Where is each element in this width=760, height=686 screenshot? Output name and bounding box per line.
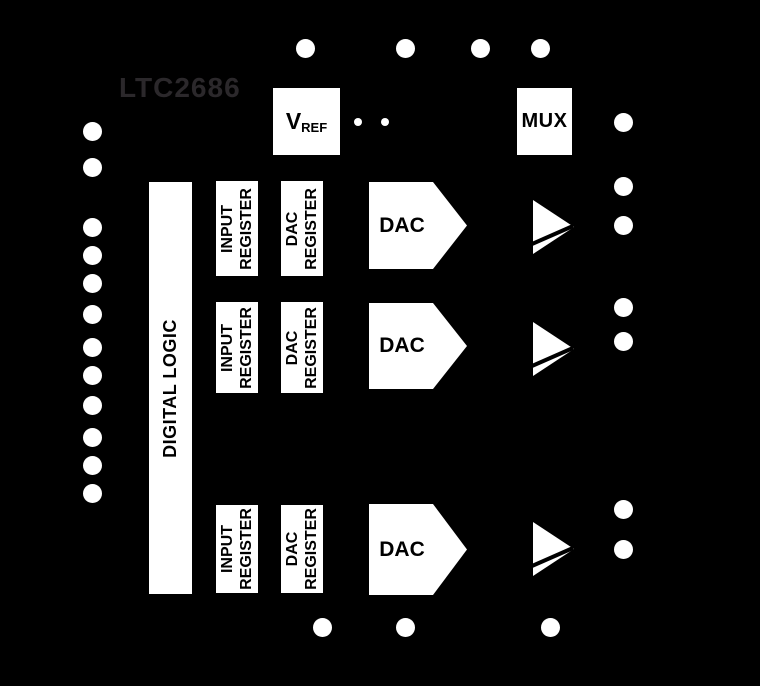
pin-dot — [82, 304, 102, 324]
pin-dot — [613, 112, 633, 132]
pin-dot — [295, 38, 315, 58]
ellipsis-dot — [381, 118, 389, 126]
ellipsis-dot — [354, 118, 362, 126]
pin-dot — [613, 539, 633, 559]
input-register-label-line1: INPUT — [219, 204, 237, 253]
digital-logic-label: DIGITAL LOGIC — [160, 318, 181, 458]
dac-register-label-line1: DAC — [284, 531, 302, 567]
input-register-block: INPUT REGISTER — [216, 505, 258, 593]
pin-dot — [470, 38, 490, 58]
input-register-label-line2: REGISTER — [238, 508, 256, 590]
input-register-label-line2: REGISTER — [238, 306, 256, 389]
pin-dot — [613, 331, 633, 351]
input-register-block: INPUT REGISTER — [216, 302, 258, 393]
dac-register-block: DAC REGISTER — [281, 181, 323, 276]
pin-dot — [82, 245, 102, 265]
dac-label: DAC — [379, 213, 425, 237]
dac-register-block: DAC REGISTER — [281, 302, 323, 393]
dac-register-label-line1: DAC — [284, 330, 302, 365]
pin-dot — [82, 365, 102, 385]
input-register-label-line2: REGISTER — [238, 187, 256, 270]
pin-dot — [82, 395, 102, 415]
pin-dot — [613, 215, 633, 235]
input-register-label-line1: INPUT — [219, 323, 237, 372]
pin-dot — [82, 483, 102, 503]
pin-dot — [613, 499, 633, 519]
pin-dot — [82, 455, 102, 475]
dac-block: DAC — [369, 303, 467, 389]
pin-dot — [613, 297, 633, 317]
pin-dot — [82, 273, 102, 293]
pin-dot — [82, 337, 102, 357]
dac-block: DAC — [369, 504, 467, 595]
pin-dot — [395, 38, 415, 58]
pin-dot — [613, 176, 633, 196]
pin-dot — [540, 617, 560, 637]
buffer-amplifier-icon — [533, 200, 574, 254]
vref-label-sub: REF — [301, 120, 328, 135]
pin-dot — [82, 427, 102, 447]
vref-label-main: V — [285, 108, 302, 134]
pin-dot — [395, 617, 415, 637]
dac-register-label-line2: REGISTER — [303, 187, 321, 270]
buffer-amplifier-icon — [533, 322, 574, 376]
buffer-amplifier-icon — [533, 522, 574, 576]
dac-register-label-line2: REGISTER — [303, 508, 321, 590]
dac-block: DAC — [369, 182, 467, 269]
dac-register-label-line2: REGISTER — [303, 306, 321, 389]
dac-pentagon-shape — [369, 303, 467, 389]
input-register-label-line1: INPUT — [219, 525, 237, 574]
pin-dot — [312, 617, 332, 637]
pin-dot — [530, 38, 550, 58]
pin-dot — [82, 157, 102, 177]
mux-label: MUX — [521, 110, 568, 132]
dac-pentagon-shape — [369, 504, 467, 595]
dac-label: DAC — [379, 537, 425, 561]
chip-title: LTC2686 — [119, 72, 241, 103]
mux-block: MUX — [517, 88, 572, 155]
dac-register-label-line1: DAC — [284, 211, 302, 246]
dac-register-block: DAC REGISTER — [281, 505, 323, 593]
input-register-block: INPUT REGISTER — [216, 181, 258, 276]
dac-label: DAC — [379, 334, 425, 357]
pin-dot — [82, 121, 102, 141]
pin-dot — [82, 217, 102, 237]
digital-logic-block: DIGITAL LOGIC — [149, 182, 192, 594]
dac-pentagon-shape — [369, 182, 467, 269]
